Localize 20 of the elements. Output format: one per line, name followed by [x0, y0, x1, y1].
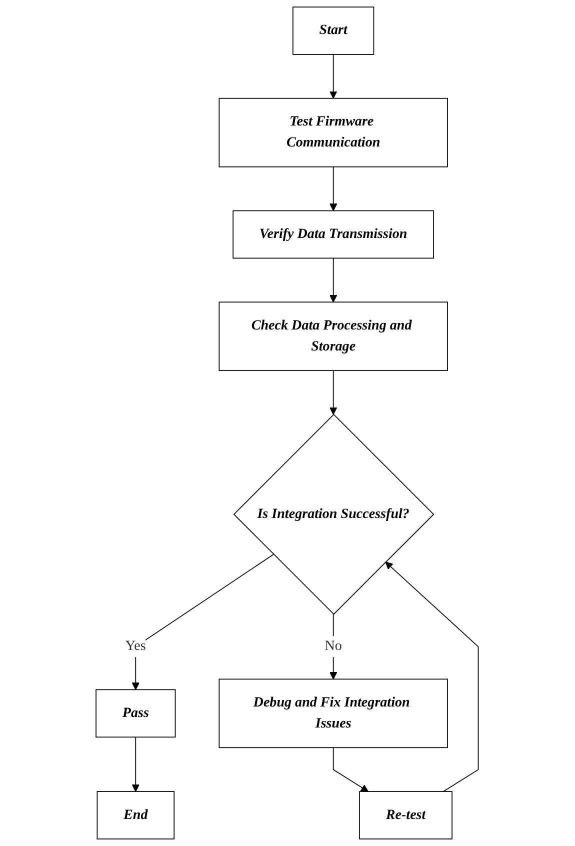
node-diamond: Is Integration Successful?: [234, 414, 435, 615]
node-box: Re-test: [359, 791, 453, 840]
node-box: Test Firmware Communication: [219, 98, 448, 168]
arrow: [386, 562, 480, 792]
edge-label: No: [325, 638, 342, 654]
node-box: Verify Data Transmission: [233, 210, 434, 259]
arrow: [330, 166, 338, 212]
arrow: [333, 747, 369, 792]
arrow: [330, 54, 338, 99]
node-box: End: [97, 791, 175, 840]
node-box: Check Data Processing and Storage: [219, 302, 448, 372]
node-box: Pass: [96, 689, 176, 738]
arrow: [330, 258, 338, 302]
node-box: Debug and Fix Integration Issues: [219, 678, 448, 748]
arrow: [132, 736, 140, 792]
node-box: Start: [292, 6, 375, 55]
edge-label: Yes: [126, 638, 146, 654]
arrow: [330, 370, 338, 415]
arrow: [330, 614, 338, 680]
arrow: [132, 554, 274, 690]
